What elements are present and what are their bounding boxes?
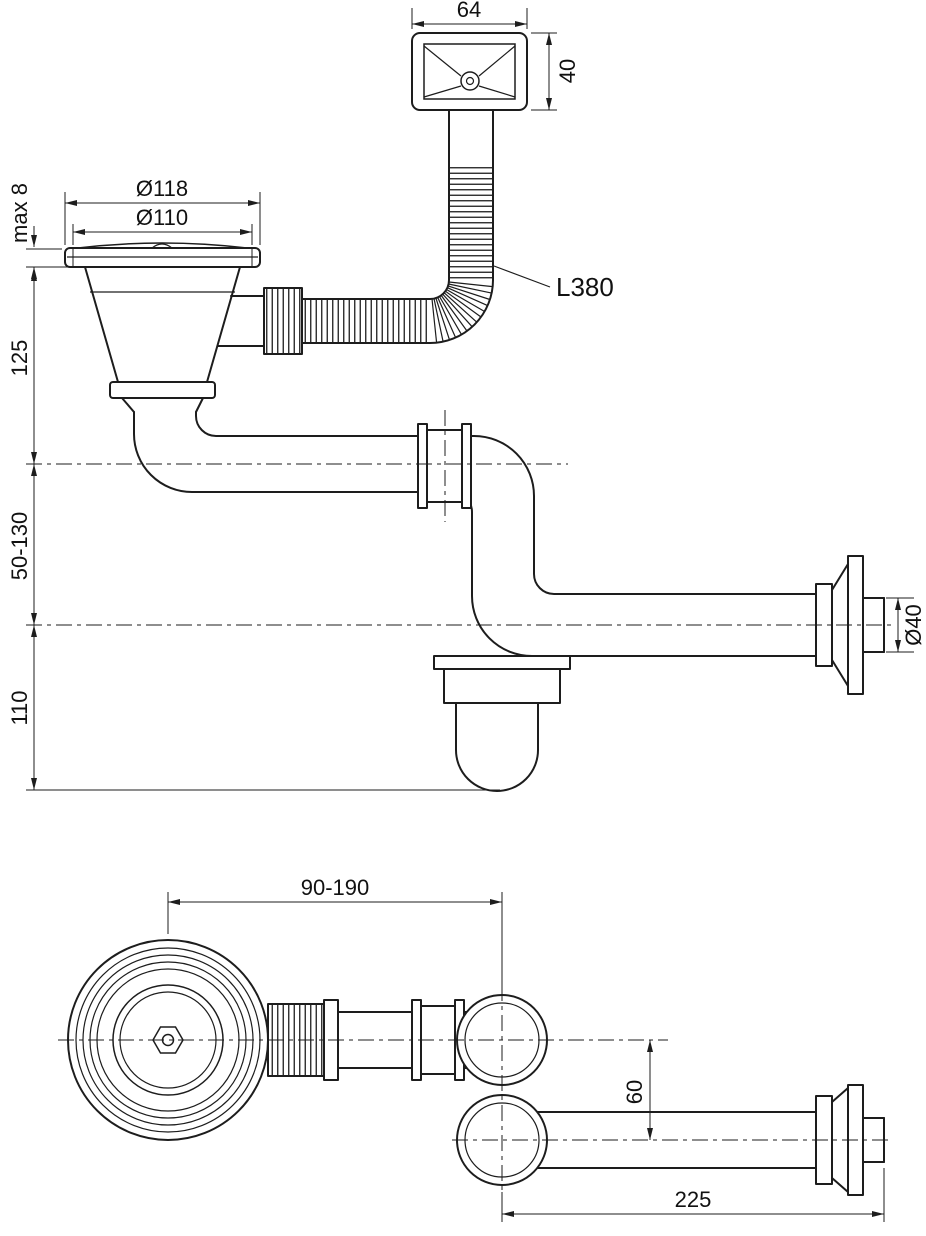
dim-sink-thickness: max 8 xyxy=(7,183,82,290)
trap-nut-lip xyxy=(433,655,571,670)
dim-label-adjustable-span: 90-190 xyxy=(301,875,370,900)
dim-label-outlet-offset: 60 xyxy=(622,1080,647,1104)
dim-overflow-width: 64 xyxy=(411,0,528,29)
dim-flange-inner: Ø110 xyxy=(72,205,253,245)
dim-label-sink-thickness: max 8 xyxy=(7,183,32,243)
dim-trap-depth: 110 xyxy=(7,625,500,791)
compression-fitting xyxy=(417,423,472,509)
dim-outlet-length: 225 xyxy=(501,1168,885,1222)
hose-length-label: L380 xyxy=(556,272,614,302)
hose-bend-corrugation xyxy=(431,281,493,343)
dim-flange-outer: Ø118 xyxy=(64,176,261,245)
dim-label-flange-inner: Ø110 xyxy=(136,205,188,230)
dim-outlet-offset: 60 xyxy=(622,1040,653,1140)
flexible-hose xyxy=(301,109,494,344)
plan-pipework xyxy=(267,994,885,1196)
dim-height-50-130: 50-130 xyxy=(7,464,37,625)
dim-overflow-height: 40 xyxy=(531,32,580,111)
overflow-fitting xyxy=(411,32,528,111)
plan-view: 90-190 60 225 xyxy=(58,875,890,1222)
side-view: 64 40 L380 Ø118 Ø110 xyxy=(7,0,926,792)
side-dimensions: 64 40 L380 Ø118 Ø110 xyxy=(7,0,926,791)
dim-label-outlet-length: 225 xyxy=(675,1187,712,1212)
dim-label-overflow-height: 40 xyxy=(555,59,580,83)
dim-label-height-50-130: 50-130 xyxy=(7,512,32,581)
dim-height-125: 125 xyxy=(7,267,37,464)
plan-dimensions: 90-190 60 225 xyxy=(167,875,885,1222)
label-hose-length: L380 xyxy=(493,265,614,302)
dim-label-height-125: 125 xyxy=(7,340,32,377)
sink-strainer xyxy=(64,242,303,413)
trap-cup xyxy=(433,655,571,792)
dim-outlet-diameter: Ø40 xyxy=(886,597,926,653)
dim-label-outlet-diameter: Ø40 xyxy=(901,604,926,646)
dim-label-flange-outer: Ø118 xyxy=(136,176,188,201)
dim-adjustable-span: 90-190 xyxy=(167,875,503,988)
dim-label-overflow-width: 64 xyxy=(457,0,481,22)
overflow-screw xyxy=(460,71,480,91)
side-centerlines xyxy=(26,410,892,626)
drain-pipework xyxy=(133,411,825,657)
trap-nut xyxy=(443,668,561,704)
dim-label-trap-depth: 110 xyxy=(7,690,32,725)
plan-centerlines xyxy=(58,985,890,1198)
hose-thread-collar xyxy=(263,287,303,355)
wall-outlet xyxy=(815,555,885,695)
strainer-lower-flange xyxy=(109,381,216,399)
